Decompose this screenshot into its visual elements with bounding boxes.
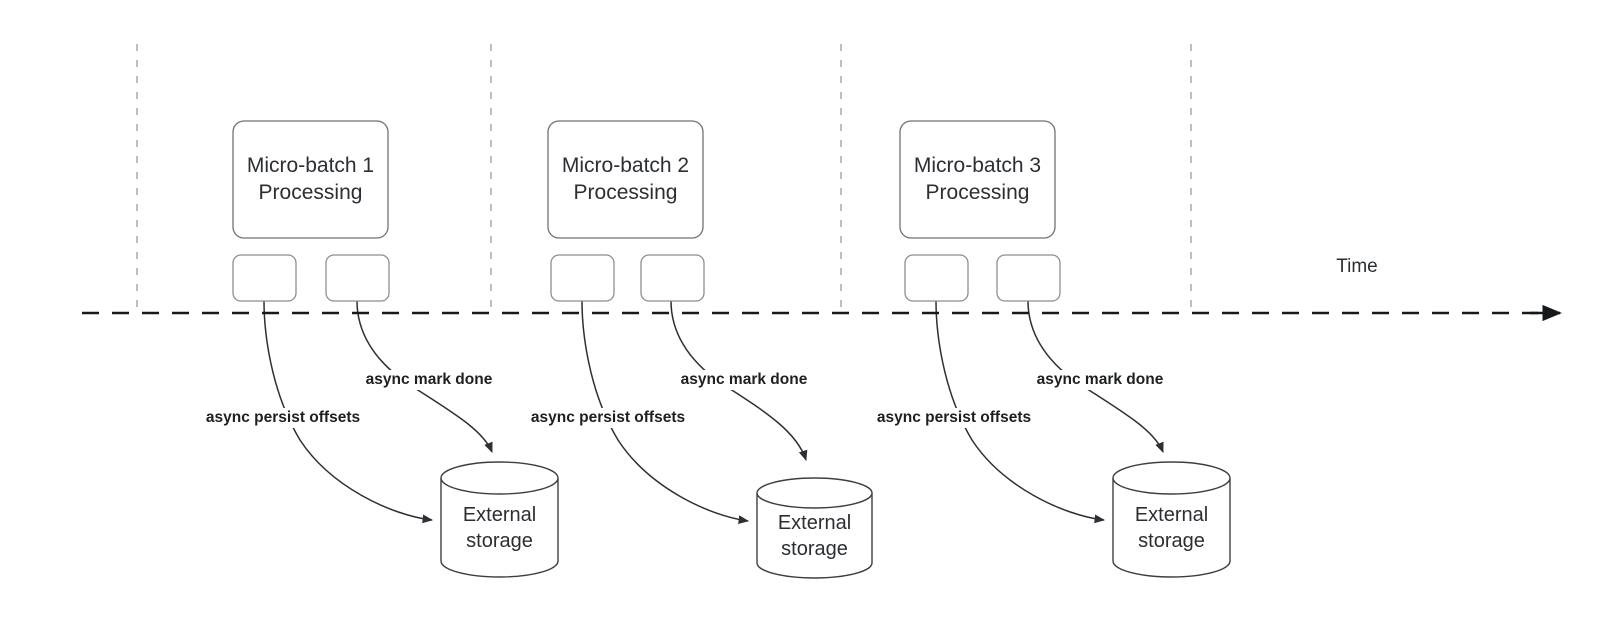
micro-batch-box-rect-3 [899, 120, 1056, 239]
edge-persist-3 [935, 300, 1106, 524]
time-axis-label: Time [1336, 256, 1378, 277]
edge-persist-1 [263, 300, 434, 524]
storage-label-line1-3: External [1135, 504, 1208, 526]
edge-label-backdrop-3-2 [1035, 370, 1165, 390]
external-storage-cylinder-3[interactable]: External storage [1112, 461, 1231, 578]
external-storage-cylinder-2[interactable]: External storage [756, 477, 873, 579]
event-marker-box-3-2[interactable] [996, 254, 1061, 302]
edge-label-edge-markdone-1: async mark done [366, 371, 493, 388]
edge-label-edge-markdone-3: async mark done [1037, 371, 1164, 388]
edge-label-edge-persist-1: async persist offsets [206, 409, 360, 426]
event-marker-box-2-2[interactable] [640, 254, 705, 302]
time-divider-lines [136, 44, 1192, 316]
edge-labels: async persist offsets async mark done asyn… [193, 370, 1165, 428]
edge-label-edge-markdone-2: async mark done [681, 371, 808, 388]
edge-persist-2 [581, 300, 750, 525]
micro-batch-box-1[interactable]: Micro-batch 1 Processing [232, 120, 389, 239]
flow-edges [263, 300, 1164, 525]
micro-batch-box-2[interactable]: Micro-batch 2 Processing [547, 120, 704, 239]
cylinder-top-ellipse-3 [1112, 477, 1231, 495]
cylinder-top-ellipse-2 [756, 492, 873, 509]
micro-batch-label-line2-1: Processing [259, 181, 363, 204]
storage-label-line2-3: storage [1138, 530, 1205, 552]
event-marker-box-1-2[interactable] [325, 254, 390, 302]
storage-label-line2-1: storage [466, 530, 533, 552]
storage-label-line1-2: External [778, 512, 851, 534]
time-axis: Time [82, 256, 1562, 322]
edge-label-edge-persist-2: async persist offsets [531, 409, 685, 426]
edge-label-backdrop-1-2 [364, 370, 494, 390]
external-storage-cylinder-1[interactable]: External storage [440, 461, 559, 578]
edge-label-backdrop-1-1 [193, 408, 373, 428]
micro-batch-label-line1-2: Micro-batch 2 [562, 154, 689, 177]
event-marker-box-1-1[interactable] [232, 254, 297, 302]
micro-batch-box-rect-2 [547, 120, 704, 239]
event-marker-box-2-1[interactable] [550, 254, 615, 302]
storage-label-line1-1: External [463, 504, 536, 526]
micro-batch-label-line2-2: Processing [574, 181, 678, 204]
micro-batch-box-rect-1 [232, 120, 389, 239]
edge-label-backdrop-2-2 [679, 370, 809, 390]
storage-label-line2-2: storage [781, 538, 848, 560]
event-marker-box-3-1[interactable] [904, 254, 969, 302]
micro-batch-label-line1-3: Micro-batch 3 [914, 154, 1041, 177]
edge-label-backdrop-3-1 [864, 408, 1044, 428]
micro-batch-label-line1-1: Micro-batch 1 [247, 154, 374, 177]
micro-batch-label-line2-3: Processing [926, 181, 1030, 204]
edge-label-edge-persist-3: async persist offsets [877, 409, 1031, 426]
micro-batch-box-3[interactable]: Micro-batch 3 Processing [899, 120, 1056, 239]
edge-label-backdrop-2-1 [518, 408, 698, 428]
cylinder-top-ellipse-1 [440, 477, 559, 495]
